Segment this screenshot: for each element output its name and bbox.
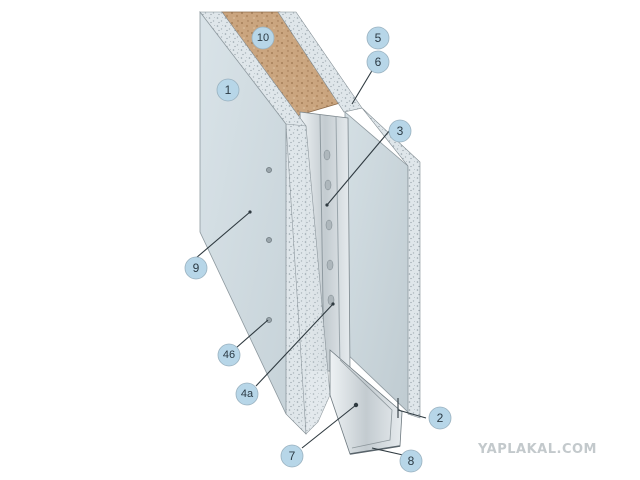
watermark-text: YAPLAKAL.COM <box>478 442 597 457</box>
callout-9-label: 9 <box>193 261 200 275</box>
callout-10-circle <box>251 26 275 50</box>
callout-46-circle <box>217 343 241 367</box>
callout-10-label: 10 <box>257 32 269 44</box>
callout-5-circle <box>366 26 390 50</box>
callout-2-label: 2 <box>437 411 444 425</box>
callout-9-circle <box>184 256 208 280</box>
callout-7-circle <box>280 444 304 468</box>
callout-5-label: 5 <box>375 31 382 45</box>
back-board-face <box>344 111 411 415</box>
callout-8-circle <box>399 449 423 473</box>
callout-2-circle <box>428 406 452 430</box>
callout-3-label: 3 <box>397 124 404 138</box>
callout-4a-label: 4a <box>241 388 254 400</box>
callout-3-circle <box>388 119 412 143</box>
callout-6-label: 6 <box>375 55 382 69</box>
inner-board-edge <box>285 123 331 435</box>
callout-1-label: 1 <box>225 83 232 97</box>
callout-7-label: 7 <box>289 449 296 463</box>
callout-6-circle <box>366 50 390 74</box>
callout-4a-circle <box>235 382 259 406</box>
front-board-face <box>199 10 287 415</box>
callout-1-circle <box>216 78 240 102</box>
back-board-edge <box>361 107 421 419</box>
callout-8-label: 8 <box>408 454 415 468</box>
callout-46-label: 46 <box>223 349 235 361</box>
